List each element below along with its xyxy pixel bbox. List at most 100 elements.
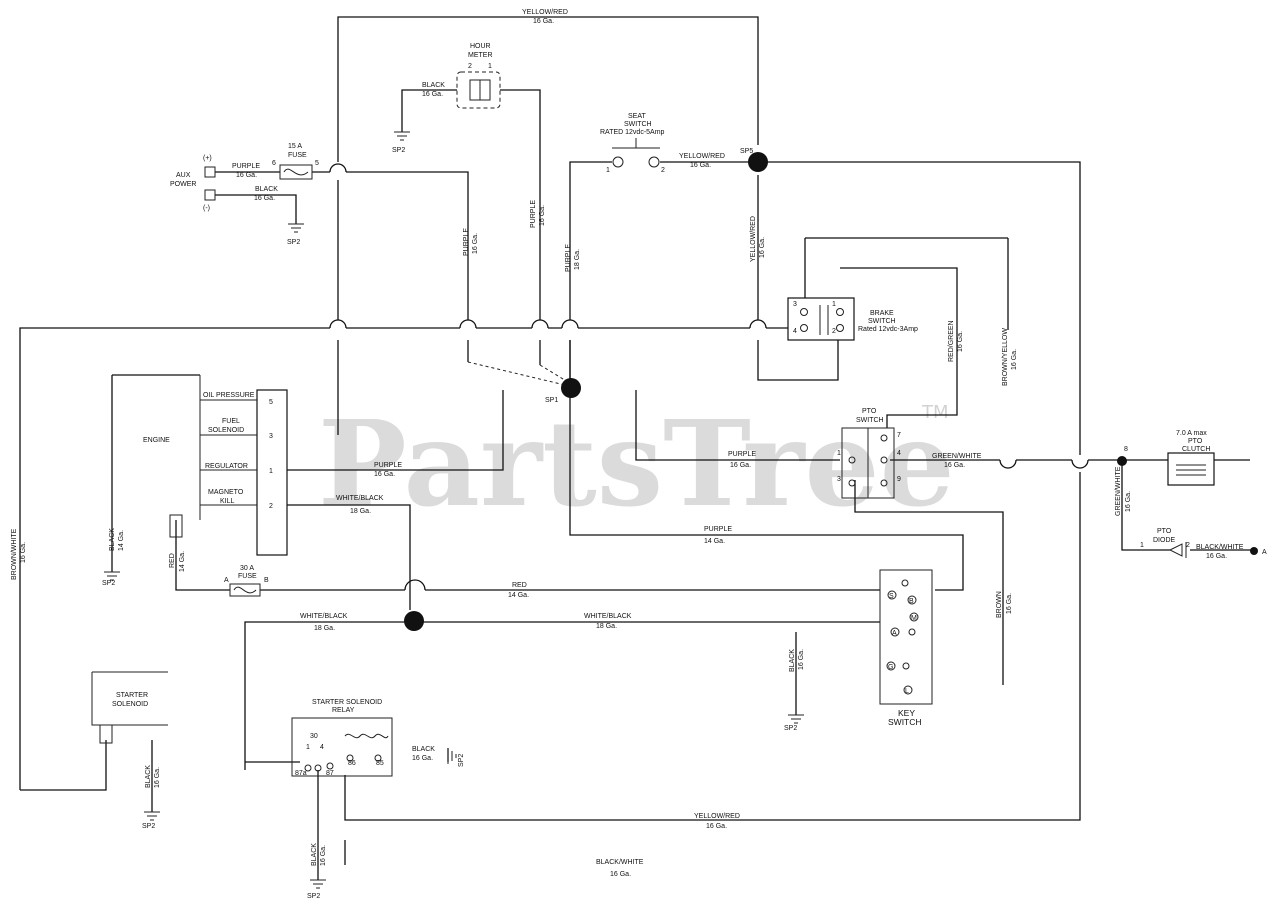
starter-title2: SOLENOID: [112, 701, 148, 708]
engine-mag2: KILL: [220, 498, 235, 505]
watermark-tm: TM: [921, 402, 949, 423]
lbl-red-fuse-2: 14 Ga.: [179, 551, 186, 572]
wire-dashed-2: [539, 364, 569, 383]
lbl-red-fuse-1: RED: [169, 553, 176, 568]
wire-engine-black: [111, 374, 200, 520]
wire-brown-white-starter: [20, 740, 107, 791]
key-t1: S: [889, 593, 894, 600]
hour-meter-title: HOUR: [470, 43, 491, 50]
ground-label-2: SP2: [287, 239, 300, 246]
pto-p3: 3: [837, 476, 841, 483]
lbl-purple-aux-1: PURPLE: [232, 163, 260, 170]
relay-p87: 87: [326, 770, 334, 777]
lbl-purple-v2-2: 16 Ga.: [539, 205, 546, 226]
pto-clutch-title: 7.0 A max: [1176, 430, 1207, 437]
starter-title: STARTER: [116, 692, 148, 699]
engine-reg: REGULATOR: [205, 463, 248, 470]
wire-purple-14: [569, 340, 964, 591]
wire-purple-fuse: [312, 171, 469, 362]
wire-dashed-1: [467, 361, 566, 386]
lbl-black-mid-2: 16 Ga.: [798, 649, 805, 670]
fuse-30a: 30 A FUSE A B: [224, 565, 269, 597]
lbl-yr-top-2: 16 Ga.: [533, 18, 554, 25]
fuse-15a-pin6: 6: [272, 160, 276, 167]
lbl-green-white-v-2: 16 Ga.: [1125, 491, 1132, 512]
lbl-black-hm-1: BLACK: [422, 82, 445, 89]
fuse-15a-pin5: 5: [315, 160, 319, 167]
ground-label-7: SP2: [307, 893, 320, 900]
engine-p5: 5: [269, 399, 273, 406]
lbl-brown-yellow-2: 16 Ga.: [1011, 349, 1018, 370]
pto-diode-title: PTO: [1157, 528, 1172, 535]
wire-black-aux: [215, 194, 297, 224]
wire-brown: [854, 480, 1004, 685]
engine-p2: 2: [269, 503, 273, 510]
lbl-purple-v3-1: PURPLE: [565, 244, 572, 272]
hop-2: [329, 319, 347, 329]
starter-relay: STARTER SOLENOID RELAY 30 1 4 87a 87 86 …: [291, 699, 393, 777]
pto-switch: PTO SWITCH 1 3 7 4 9: [837, 408, 901, 499]
hop-3: [459, 319, 477, 329]
lbl-black-bottom-2: 16 Ga.: [320, 845, 327, 866]
lbl-yr-bottom-2: 16 Ga.: [706, 823, 727, 830]
hour-meter-pin1: 1: [488, 63, 492, 70]
pto-p9: 9: [897, 476, 901, 483]
lbl-purple-pto-2: 16 Ga.: [730, 462, 751, 469]
wire-brown-white-bus: [19, 327, 795, 790]
aux-title: AUX: [176, 172, 191, 179]
lbl-wb-mag-1: WHITE/BLACK: [336, 495, 384, 502]
key-switch-title: KEY: [898, 708, 915, 718]
wires: [19, 16, 1252, 880]
lbl-wb-mag-2: 18 Ga.: [350, 508, 371, 515]
seat-switch-title2: SWITCH: [624, 121, 652, 128]
key-t4: G: [888, 664, 893, 671]
brake-title: BRAKE: [870, 310, 894, 317]
lbl-purple-14-1: PURPLE: [704, 526, 732, 533]
sp5-label: SP5: [740, 148, 753, 155]
pto-diode-p2: 2: [1186, 542, 1190, 549]
ground-label-1: SP2: [392, 147, 405, 154]
brake-p2: 2: [832, 328, 836, 335]
brake-p4: 4: [793, 328, 797, 335]
engine-title: ENGINE: [143, 437, 170, 444]
brake-rating: Rated 12vdc-3Amp: [858, 326, 918, 333]
lbl-purple-aux-2: 16 Ga.: [236, 172, 257, 179]
engine: ENGINE OIL PRESSURE FUEL SOLENOID REGULA…: [143, 375, 288, 556]
aux-pos: (+): [203, 155, 212, 162]
pto-p4: 4: [897, 450, 901, 457]
brake-p3: 3: [793, 301, 797, 308]
key-switch-title2: SWITCH: [888, 717, 922, 727]
lbl-red-14-1: RED: [512, 582, 527, 589]
engine-p3: 3: [269, 433, 273, 440]
pto-clutch: 7.0 A max PTO CLUTCH 8: [1124, 430, 1215, 486]
lbl-purple-14-2: 14 Ga.: [704, 538, 725, 545]
lbl-black-white-1: BLACK/WHITE: [1196, 544, 1244, 551]
lbl-yr-seat-1: YELLOW/RED: [679, 153, 725, 160]
wire-yellow-red-main: [344, 161, 1081, 821]
pto-diode-p1: 1: [1140, 542, 1144, 549]
lbl-black-starter-2: 16 Ga.: [154, 767, 161, 788]
key-t3: A: [892, 630, 897, 637]
lbl-wb-right-1: WHITE/BLACK: [584, 613, 632, 620]
brake-p1: 1: [832, 301, 836, 308]
lbl-purple-reg-1: PURPLE: [374, 462, 402, 469]
wire-purple-pto: [635, 390, 840, 461]
hop-1: [329, 163, 347, 173]
lbl-brown-2: 16 Ga.: [1006, 593, 1013, 614]
sp1-label: SP1: [545, 397, 558, 404]
hop-6: [749, 319, 767, 329]
hour-meter-title2: METER: [468, 52, 493, 59]
hop-5: [561, 319, 579, 329]
brake-switch: 3 4 1 2 BRAKE SWITCH Rated 12vdc-3Amp: [787, 297, 918, 341]
pto-clutch-title2: PTO: [1188, 438, 1203, 445]
wire-yellow-red-brake: [757, 175, 839, 381]
lbl-green-white-v-1: GREEN/WHITE: [1115, 466, 1122, 516]
lbl-yr-v-1: YELLOW/RED: [750, 216, 757, 262]
ground-label-3: SP2: [102, 580, 115, 587]
lbl-purple-v1-2: 16 Ga.: [472, 233, 479, 254]
lbl-brown-white-l-1: BROWN/WHITE: [11, 528, 18, 580]
lbl-yr-bottom-1: YELLOW/RED: [694, 813, 740, 820]
ground-engine: SP2: [102, 571, 120, 587]
ground-aux: SP2: [287, 223, 304, 246]
lbl-black-white-2: 16 Ga.: [1206, 553, 1227, 560]
